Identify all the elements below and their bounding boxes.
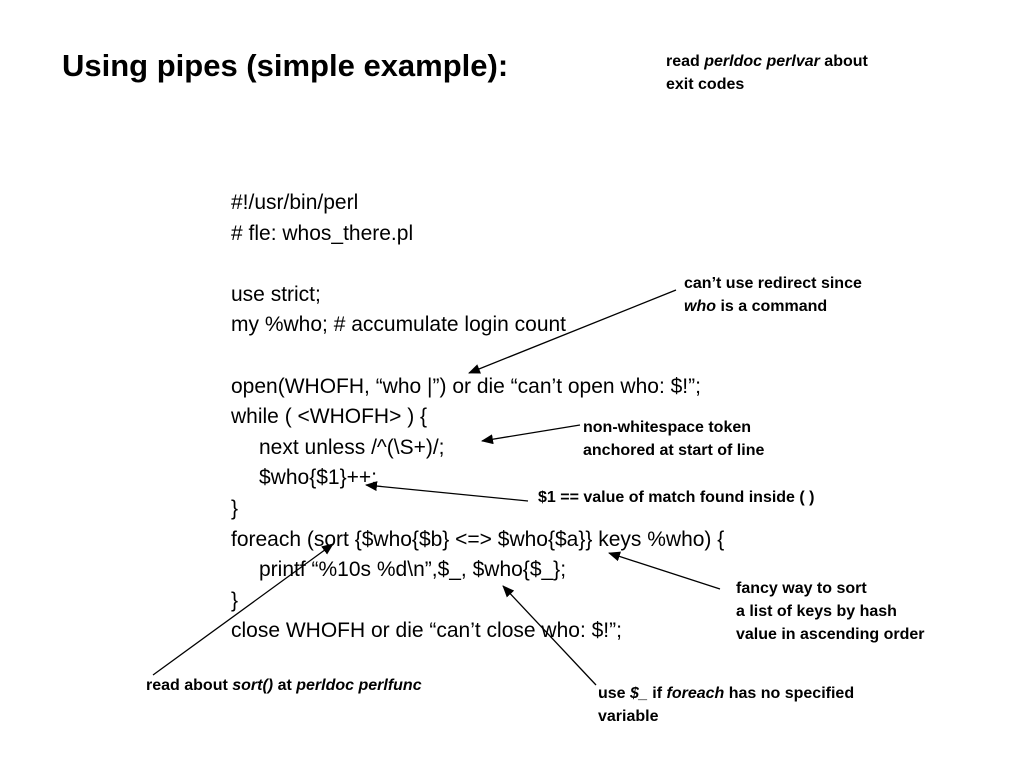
note-sort-read-text-1: read about bbox=[146, 677, 233, 694]
code-line: #!/usr/bin/perl bbox=[231, 191, 359, 214]
arrow-default-var bbox=[502, 585, 597, 686]
code-line: # fle: whos_there.pl bbox=[231, 221, 414, 245]
note-redirect-text-1: can’t use redirect since bbox=[684, 275, 862, 292]
code-line: printf “%10s %d\n”,$_, $who{$_}; bbox=[259, 558, 567, 582]
slide-title: Using pipes (simple example): bbox=[62, 48, 509, 83]
note-redirect: can’t use redirect since who is a comman… bbox=[684, 272, 862, 318]
arrow-redirect bbox=[468, 289, 677, 374]
code-line: while ( <WHOFH> ) { bbox=[231, 405, 428, 429]
note-sort-read-text-2: sort() bbox=[232, 677, 274, 694]
arrow-sort-read bbox=[152, 543, 334, 676]
code-line: close WHOFH or die “can’t close who: $!”… bbox=[231, 619, 622, 643]
arrow-match bbox=[365, 481, 529, 502]
note-match: $1 == value of match found inside ( ) bbox=[538, 486, 815, 509]
note-exit-codes-text-2: perldoc perlvar bbox=[704, 53, 820, 70]
note-default-var-text-5: has no specified bbox=[724, 685, 855, 702]
note-sort-read: read about sort() at perldoc perlfunc bbox=[146, 674, 422, 697]
code-line: use strict; bbox=[231, 282, 321, 306]
note-redirect-text-2: who bbox=[684, 298, 716, 315]
note-sort-fancy-text-1: fancy way to sort bbox=[736, 580, 867, 597]
note-default-var-text-3: if bbox=[647, 685, 667, 702]
note-default-var-text-6: variable bbox=[598, 708, 659, 725]
note-exit-codes-text-3: about bbox=[819, 53, 868, 70]
note-exit-codes-text-1: read bbox=[666, 53, 705, 70]
code-line: $who{$1}++; bbox=[259, 466, 377, 490]
note-sort-read-text-3: at bbox=[273, 677, 297, 694]
note-token-text-1: non-whitespace token bbox=[583, 419, 752, 436]
note-token: non-whitespace token anchored at start o… bbox=[583, 416, 764, 462]
code-line: foreach (sort {$who{$b} <=> $who{$a}} ke… bbox=[231, 527, 725, 551]
note-redirect-text-3: is a command bbox=[716, 298, 828, 315]
note-exit-codes-text-4: exit codes bbox=[666, 76, 745, 93]
note-match-text: $1 == value of match found inside ( ) bbox=[538, 489, 815, 506]
note-sort-fancy-text-3: value in ascending order bbox=[736, 626, 925, 643]
note-default-var-text-4: foreach bbox=[666, 685, 725, 702]
note-sort-fancy-text-2: a list of keys by hash bbox=[736, 603, 897, 620]
code-line: } bbox=[231, 496, 239, 520]
code-line: next unless /^(\S+)/; bbox=[259, 435, 445, 459]
note-token-text-2: anchored at start of line bbox=[583, 442, 765, 459]
note-sort-fancy: fancy way to sort a list of keys by hash… bbox=[736, 577, 925, 646]
code-line: } bbox=[231, 588, 239, 612]
arrow-sort-fancy bbox=[608, 551, 721, 590]
code-line: open(WHOFH, “who |”) or die “can’t open … bbox=[231, 374, 701, 398]
arrow-token bbox=[481, 424, 581, 445]
note-default-var: use $_ if foreach has no specified varia… bbox=[598, 682, 854, 728]
note-exit-codes: read perldoc perlvar about exit codes bbox=[666, 50, 868, 96]
note-sort-read-text-4: perldoc perlfunc bbox=[296, 677, 422, 694]
note-default-var-text-2: $_ bbox=[630, 685, 648, 702]
code-line: my %who; # accumulate login count bbox=[231, 313, 567, 337]
note-default-var-text-1: use bbox=[598, 685, 631, 702]
